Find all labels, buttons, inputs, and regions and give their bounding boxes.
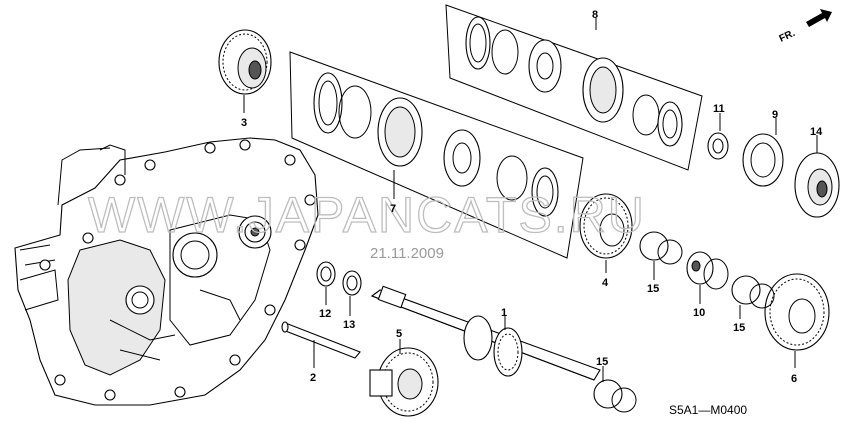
leader-lines bbox=[243, 18, 818, 382]
callout-10: 10 bbox=[693, 307, 705, 319]
callout-6: 6 bbox=[791, 373, 797, 385]
diagram-code: S5A1—M0400 bbox=[669, 403, 747, 417]
synchro-ring-7a[interactable] bbox=[313, 72, 343, 134]
spring-ring-7[interactable] bbox=[338, 85, 372, 139]
callout-1: 1 bbox=[501, 307, 507, 319]
front-direction-indicator: FR. bbox=[778, 9, 832, 45]
synchro-ring-8b[interactable] bbox=[657, 101, 683, 147]
callout-15-a: 15 bbox=[647, 283, 659, 295]
callout-3: 3 bbox=[241, 117, 247, 129]
ball-bearing-14[interactable] bbox=[794, 152, 840, 218]
shim-13[interactable] bbox=[342, 270, 362, 296]
callout-5: 5 bbox=[396, 328, 402, 340]
callout-11: 11 bbox=[713, 103, 725, 115]
callout-12: 12 bbox=[319, 308, 331, 320]
callout-13: 13 bbox=[343, 319, 355, 331]
needle-bearing-15c[interactable] bbox=[593, 379, 637, 413]
collar-11[interactable] bbox=[707, 132, 729, 160]
distance-collar-10[interactable] bbox=[686, 251, 729, 290]
gear-5[interactable] bbox=[369, 347, 439, 417]
needle-bearing-15a[interactable] bbox=[639, 231, 683, 265]
callout-4: 4 bbox=[602, 277, 609, 289]
mainshaft-1[interactable] bbox=[370, 285, 601, 381]
callout-7: 7 bbox=[390, 203, 396, 215]
synchro-sleeve-7[interactable] bbox=[377, 97, 423, 167]
spring-ring-8b[interactable] bbox=[632, 94, 660, 136]
needle-bearing-15b[interactable] bbox=[731, 275, 775, 309]
callout-9: 9 bbox=[772, 109, 778, 121]
gear-6[interactable] bbox=[764, 273, 830, 351]
gear-3[interactable] bbox=[218, 29, 272, 95]
watermark: WWW.JAPANCATS.RU bbox=[88, 187, 646, 243]
spring-ring-8a[interactable] bbox=[491, 29, 519, 75]
front-arrow-icon bbox=[806, 9, 832, 27]
synchro-sleeve-8[interactable] bbox=[582, 57, 624, 123]
synchro-ring-8a[interactable] bbox=[465, 16, 491, 70]
spring-ring-7b[interactable] bbox=[496, 155, 528, 201]
synchro-kit-7-outline bbox=[289, 51, 584, 259]
lock-plate-9[interactable] bbox=[742, 133, 784, 187]
callout-14: 14 bbox=[810, 126, 823, 138]
callout-2: 2 bbox=[310, 372, 316, 384]
synchro-ring-7b[interactable] bbox=[531, 167, 559, 217]
synchro-hub-7[interactable] bbox=[443, 129, 481, 187]
transmission-housing[interactable] bbox=[14, 137, 319, 406]
callout-labels: 8 3 7 4 11 9 14 12 13 2 5 1 15 10 15 6 1… bbox=[241, 9, 823, 385]
synchro-hub-8[interactable] bbox=[528, 39, 562, 93]
shift-rod-2[interactable] bbox=[281, 321, 361, 359]
front-label: FR. bbox=[778, 28, 797, 45]
callout-15-b: 15 bbox=[733, 322, 745, 334]
gear-4[interactable] bbox=[579, 193, 633, 259]
date-stamp: 21.11.2009 bbox=[370, 245, 444, 262]
callout-8: 8 bbox=[592, 9, 598, 21]
washer-12[interactable] bbox=[316, 261, 336, 287]
callout-15-c: 15 bbox=[596, 356, 608, 368]
